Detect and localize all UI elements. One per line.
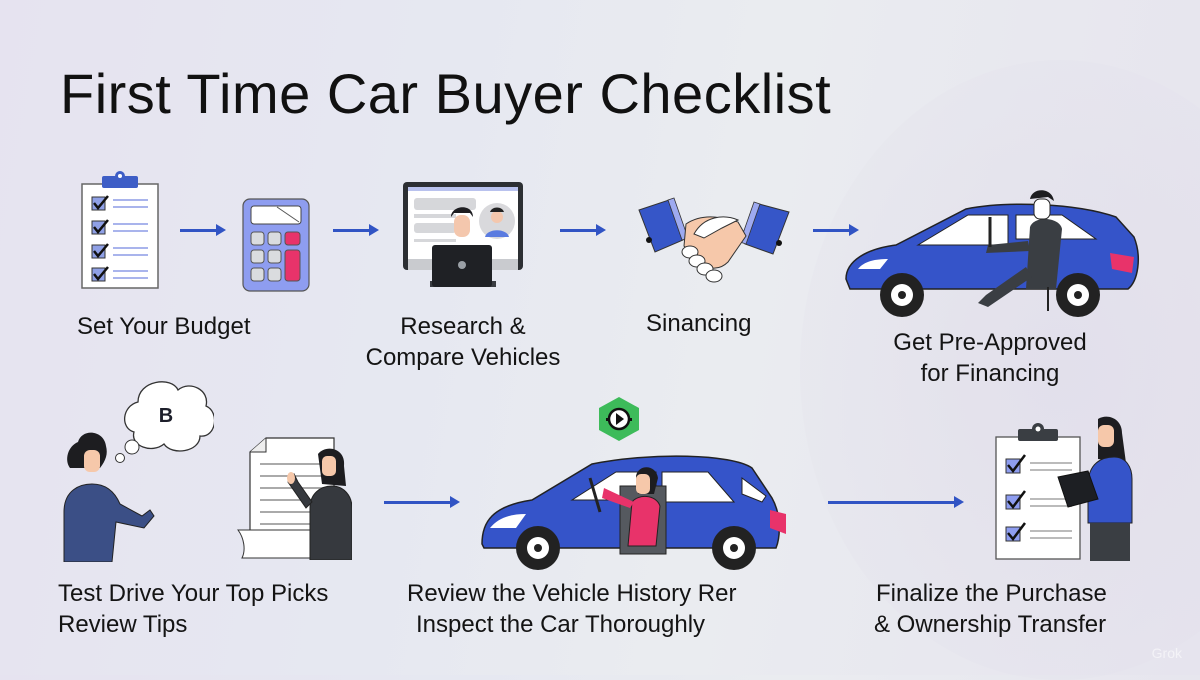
label-line: for Financing [920, 360, 1060, 387]
label-line: Get Pre-Approved [893, 329, 1087, 356]
handshake-icon [638, 197, 790, 283]
checklist-clipboard-icon [81, 171, 159, 289]
bubble-letter: B [159, 405, 173, 427]
green-badge-icon [599, 397, 639, 441]
woman-reading-document-icon [237, 437, 352, 560]
man-in-sedan-icon [845, 190, 1140, 317]
woman-thought-bubble-icon: B [63, 381, 214, 562]
step-label-history: Review the Vehicle History Rer Inspect t… [407, 578, 736, 640]
woman-driving-hatchback-icon [481, 455, 786, 570]
label-line: Review Tips [58, 611, 188, 638]
arrow-right-icon [828, 496, 964, 508]
label-line: Inspect the Car Thoroughly [416, 611, 706, 638]
arrow-right-icon [180, 224, 226, 236]
label-line: Finalize the Purchase [876, 580, 1107, 607]
label-line: Compare Vehicles [365, 344, 561, 371]
label-line: Research & [400, 313, 526, 340]
step-label-research: Research & Compare Vehicles [351, 311, 575, 373]
computer-video-call-icon [403, 182, 523, 287]
step-label-test-drive: Test Drive Your Top Picks Review Tips [58, 578, 328, 640]
step-label-set-budget: Set Your Budget [77, 313, 251, 340]
arrow-right-icon [560, 224, 606, 236]
label-line: Review the Vehicle History Rer [407, 580, 737, 607]
step-label-finalize: Finalize the Purchase & Ownership Transf… [874, 578, 1107, 640]
step-label-sinancing: Sinancing [646, 310, 752, 337]
woman-holding-clipboard-icon [995, 416, 1133, 561]
label-line: Test Drive Your Top Picks [58, 580, 329, 607]
arrow-right-icon [813, 224, 859, 236]
step-label-preapproved: Get Pre-Approved for Financing [868, 327, 1112, 389]
arrow-right-icon [333, 224, 379, 236]
calculator-icon [242, 198, 310, 292]
label-line: & Ownership Transfer [874, 611, 1107, 638]
watermark: Grok [1151, 645, 1182, 661]
background-blob [800, 60, 1200, 680]
page-title: First Time Car Buyer Checklist [60, 62, 832, 125]
arrow-right-icon [384, 496, 460, 508]
